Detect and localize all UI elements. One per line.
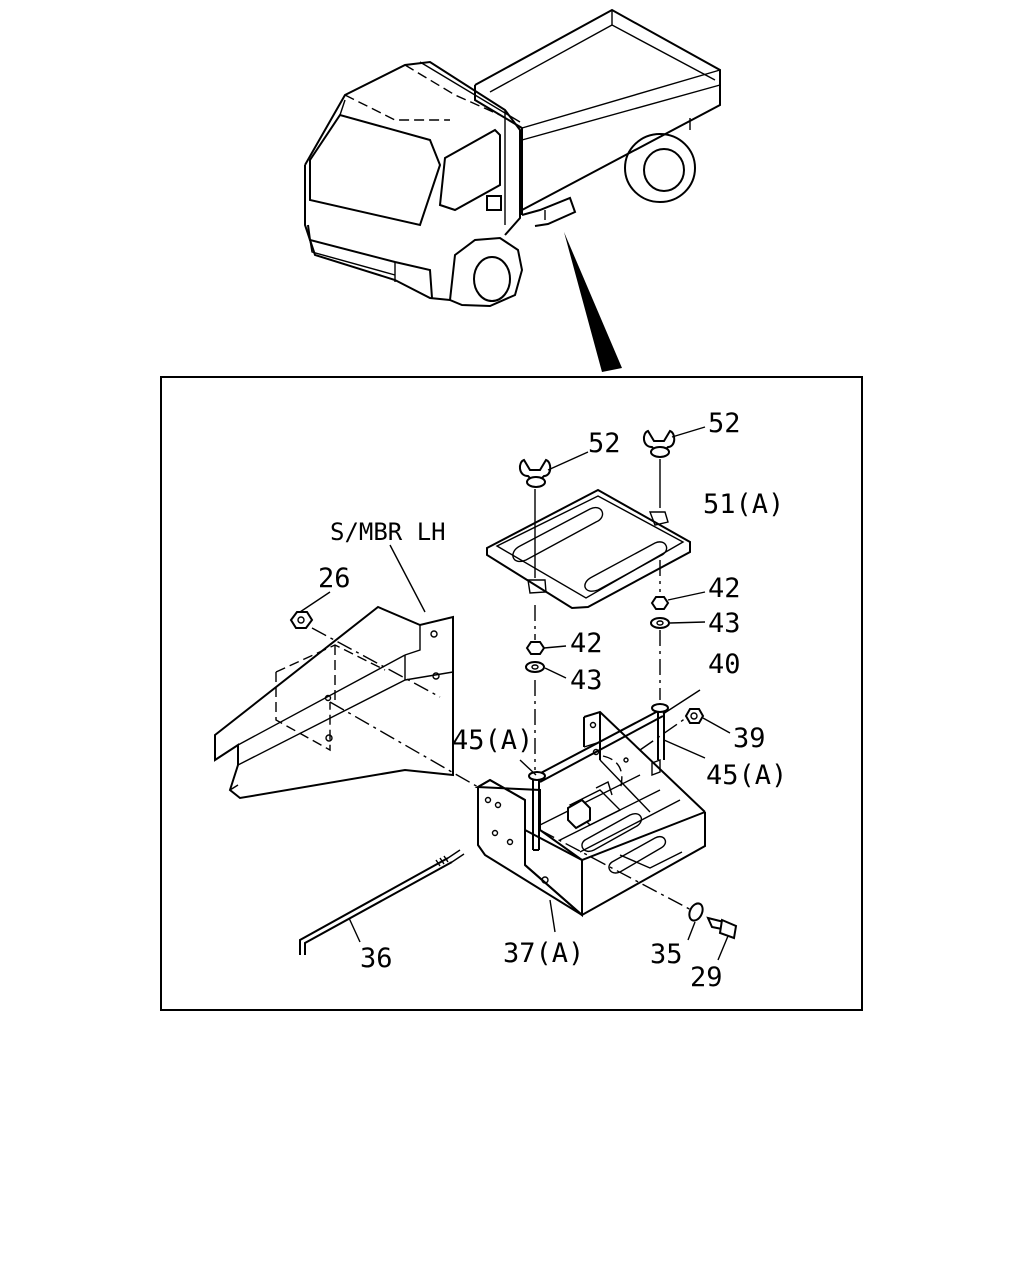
callout-rod-right: 45(A) — [706, 760, 787, 791]
callout-rod-left: 45(A) — [452, 725, 533, 756]
callout-nut-right: 42 — [708, 573, 741, 604]
washer-43-right — [650, 617, 706, 629]
hold-bar-40 — [536, 689, 701, 783]
side-member — [214, 605, 454, 800]
wing-nut-right — [642, 426, 706, 458]
callout-nut-left: 42 — [570, 628, 603, 659]
battery-cover — [486, 488, 691, 610]
nut-39 — [639, 708, 731, 751]
callout-labels: 52 52 51(A) 42 43 42 43 S/MBR LH 26 40 3… — [318, 408, 787, 993]
callout-nut-member: 26 — [318, 563, 351, 594]
rod-36 — [299, 849, 465, 955]
callout-wing-nut-left: 52 — [588, 428, 621, 459]
callout-tray: 37(A) — [503, 938, 584, 969]
nut-42-right — [650, 591, 706, 610]
callout-cover: 51(A) — [703, 489, 784, 520]
callout-bolt-29: 29 — [690, 962, 723, 993]
detail-frame — [160, 376, 863, 1011]
callout-washer-left: 43 — [570, 665, 603, 696]
truck-overview — [304, 8, 721, 372]
washer-35 — [687, 902, 704, 941]
callout-washer-35: 35 — [650, 939, 683, 970]
nut-26 — [289, 591, 441, 698]
callout-member-label: S/MBR LH — [330, 518, 446, 546]
callout-washer-right: 43 — [708, 608, 741, 639]
tray-leader — [549, 899, 556, 933]
callout-nut-39: 39 — [733, 723, 766, 754]
callout-rod-36: 36 — [360, 943, 393, 974]
bolt-29 — [706, 916, 738, 961]
washer-43-left — [525, 661, 567, 679]
bolt-centerline — [539, 829, 696, 913]
member-leader — [389, 544, 426, 613]
battery-tray — [474, 710, 706, 918]
rod-45-left — [519, 759, 546, 851]
callout-wing-nut-right: 52 — [708, 408, 741, 439]
callout-hold-bar: 40 — [708, 649, 741, 680]
nut-42-left — [525, 641, 567, 655]
wing-nut-left — [518, 451, 589, 488]
